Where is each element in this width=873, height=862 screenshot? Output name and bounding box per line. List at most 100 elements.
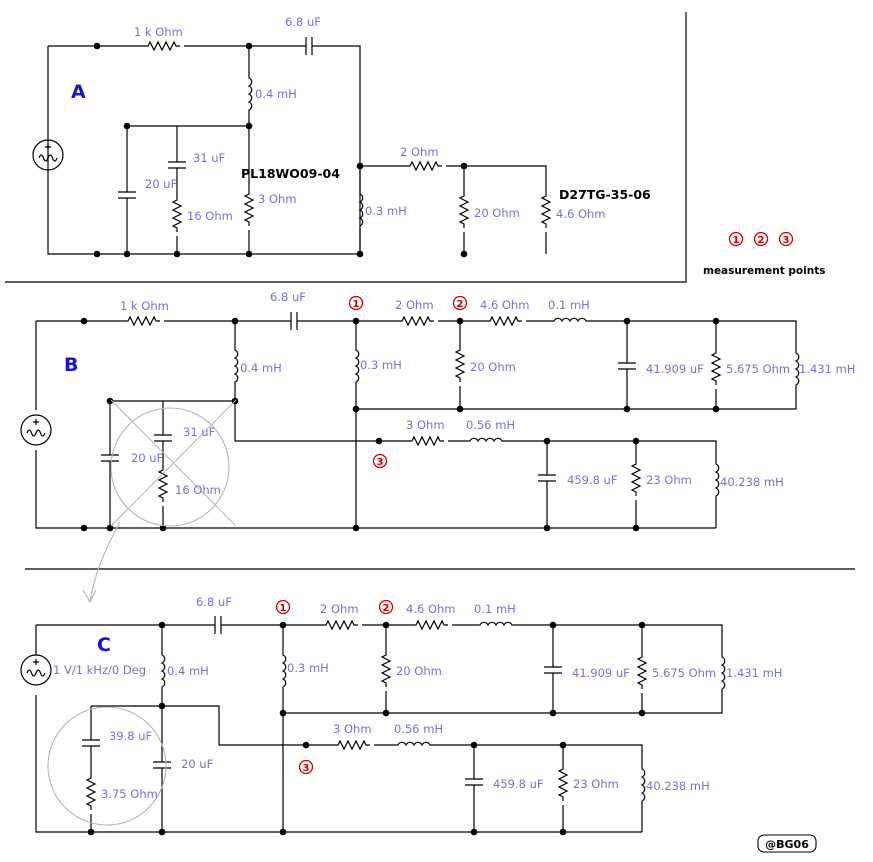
b-inductor-0-4mh <box>234 345 239 387</box>
legend-marker-1: 1 <box>728 231 744 247</box>
section-a-frame <box>5 12 687 283</box>
svg-text:1: 1 <box>280 603 287 614</box>
b-capacitor-459-8uf <box>537 457 557 499</box>
section-b-dots <box>80 317 720 532</box>
b-measure-point-3: 3 <box>372 453 388 469</box>
replacement-arrow <box>82 521 121 604</box>
b-label-0-1mh: 0.1 mH <box>548 298 590 312</box>
measurement-points-legend: 1 2 3 measurement points <box>703 231 825 277</box>
b-measure-point-1: 1 <box>348 295 364 311</box>
b-resistor-4-6ohm <box>485 316 523 326</box>
b-label-40-238mh: 40.238 mH <box>720 475 784 489</box>
c-measure-point-2: 2 <box>378 599 394 615</box>
a-resistor-16ohm <box>172 195 182 233</box>
b-label-1k: 1 k Ohm <box>120 299 169 313</box>
section-a-label: A <box>71 81 86 103</box>
b-label-1-431mh: 1.431 mH <box>799 362 855 376</box>
a-label-0-3mh: 0.3 mH <box>365 204 407 218</box>
legend-text: measurement points <box>703 265 825 277</box>
c-measure-point-1: 1 <box>275 599 291 615</box>
c-inductor-0-56mh <box>393 741 435 746</box>
svg-text:2: 2 <box>383 603 390 614</box>
b-capacitor-41-909uf <box>617 345 637 387</box>
c-voltage-source-icon <box>20 654 52 686</box>
b-removed-branch-mark <box>110 399 237 527</box>
b-inductor-0-3mh <box>355 345 360 387</box>
b-label-0-3mh: 0.3 mH <box>360 358 402 372</box>
c-label-0-56mh: 0.56 mH <box>394 722 443 736</box>
b-label-20ohm: 20 Ohm <box>470 360 516 374</box>
a-label-6-8uf: 6.8 uF <box>285 15 321 29</box>
c-label-0-1mh: 0.1 mH <box>474 602 516 616</box>
a-label-31uf: 31 uF <box>193 151 225 165</box>
b-label-31uf: 31 uF <box>183 425 215 439</box>
a-label-1k: 1 k Ohm <box>134 25 183 39</box>
b-label-6-8uf: 6.8 uF <box>270 290 306 304</box>
section-b: B 1 k Ohm 6.8 uF 2 Ohm 4.6 Ohm 0.1 mH 0.… <box>20 290 855 532</box>
c-label-2ohm: 2 Ohm <box>320 602 359 616</box>
a-label-20ohm: 20 Ohm <box>474 206 520 220</box>
section-c: C 6.8 uF 2 Ohm 4.6 Ohm 0.1 mH 1 V/1 kHz/… <box>20 595 782 836</box>
b-label-459-8uf: 459.8 uF <box>567 473 617 487</box>
b-capacitor-20uf <box>100 437 120 479</box>
c-capacitor-41-909uf <box>543 649 563 691</box>
b-resistor-20ohm <box>455 345 465 383</box>
c-inductor-0-1mh <box>475 621 517 626</box>
b-label-0-4mh: 0.4 mH <box>240 361 282 375</box>
c-label-0-4mh: 0.4 mH <box>167 664 209 678</box>
c-inductor-1-431mh <box>721 652 726 694</box>
c-label-0-3mh: 0.3 mH <box>287 661 329 675</box>
b-inductor-0-56mh <box>465 437 507 442</box>
b-label-41-909uf: 41.909 uF <box>646 362 704 376</box>
b-measure-point-2: 2 <box>452 295 468 311</box>
c-label-41-909uf: 41.909 uF <box>572 666 630 680</box>
a-label-3ohm: 3 Ohm <box>258 192 297 206</box>
c-label-20uf: 20 uF <box>181 757 213 771</box>
c-capacitor-6-8uf <box>197 615 239 635</box>
c-inductor-0-3mh <box>282 650 287 692</box>
c-capacitor-459-8uf <box>464 761 484 803</box>
watermark-badge: @BG06 <box>757 834 817 853</box>
svg-text:3: 3 <box>377 457 384 468</box>
c-resistor-4-6ohm <box>411 620 449 630</box>
svg-text:3: 3 <box>303 763 310 774</box>
a-label-20uf: 20 uF <box>145 177 177 191</box>
b-label-16ohm: 16 Ohm <box>175 483 221 497</box>
a-resistor-2ohm <box>405 161 443 171</box>
c-inductor-40-238mh <box>641 764 646 806</box>
c-resistor-23ohm <box>558 764 568 802</box>
b-label-20uf: 20 uF <box>131 451 163 465</box>
c-label-23ohm: 23 Ohm <box>573 777 619 791</box>
c-label-39-8uf: 39.8 uF <box>109 729 152 743</box>
b-label-0-56mh: 0.56 mH <box>466 418 515 432</box>
section-b-label: B <box>64 354 78 376</box>
svg-text:1: 1 <box>353 299 360 310</box>
b-resistor-1k <box>123 316 161 326</box>
c-resistor-2ohm <box>321 620 359 630</box>
a-label-16ohm: 16 Ohm <box>187 209 233 223</box>
c-resistor-20ohm <box>381 650 391 688</box>
c-label-6-8uf: 6.8 uF <box>196 595 232 609</box>
b-label-4-6ohm: 4.6 Ohm <box>480 298 530 312</box>
b-resistor-3ohm <box>407 436 445 446</box>
c-label-source: 1 V/1 kHz/0 Deg <box>53 663 146 677</box>
a-tweeter-label: D27TG-35-06 <box>559 187 651 202</box>
section-a-dots <box>93 42 468 258</box>
c-label-3ohm: 3 Ohm <box>333 722 372 736</box>
b-resistor-5-675ohm <box>711 348 721 386</box>
b-capacitor-6-8uf <box>273 311 315 331</box>
c-label-4-6ohm: 4.6 Ohm <box>406 602 456 616</box>
b-inductor-0-1mh <box>549 317 591 322</box>
a-capacitor-6-8uf <box>288 36 330 56</box>
a-inductor-0-4mh <box>248 73 253 115</box>
a-capacitor-20uf <box>117 174 137 216</box>
legend-marker-3: 3 <box>778 231 794 247</box>
legend-marker-2: 2 <box>753 231 769 247</box>
watermark-text: @BG06 <box>765 838 809 851</box>
a-label-2ohm: 2 Ohm <box>400 145 439 159</box>
c-label-40-238mh: 40.238 mH <box>646 779 710 793</box>
c-label-1-431mh: 1.431 mH <box>726 666 782 680</box>
a-label-0-4mh: 0.4 mH <box>255 87 297 101</box>
svg-text:2: 2 <box>758 235 765 246</box>
